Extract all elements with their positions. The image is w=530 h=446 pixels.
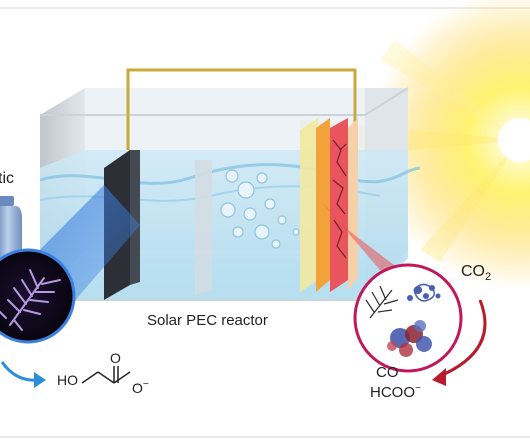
plastic-label: tic bbox=[0, 170, 14, 187]
oxidation-arrow bbox=[0, 361, 46, 388]
reduction-arrow bbox=[432, 299, 487, 386]
glycolate-anion-o: O− bbox=[132, 379, 149, 396]
enzyme-icon bbox=[353, 263, 463, 373]
co2-label: CO2 bbox=[461, 263, 492, 283]
gas-bubbles bbox=[220, 169, 300, 249]
glycolate-carbonyl-o: O bbox=[110, 350, 121, 366]
tank-rim bbox=[40, 87, 409, 116]
external-wire bbox=[126, 68, 357, 150]
glycolate-ho: HO bbox=[57, 372, 78, 388]
reactor-label: Solar PEC reactor bbox=[147, 312, 268, 329]
co-label: CO bbox=[376, 364, 399, 381]
formate-label: HCOO− bbox=[370, 383, 421, 401]
microscope-catalyst-icon bbox=[0, 248, 76, 344]
photocathode-electrode bbox=[300, 118, 358, 292]
glycolate-structure bbox=[81, 366, 131, 384]
membrane bbox=[195, 160, 212, 295]
